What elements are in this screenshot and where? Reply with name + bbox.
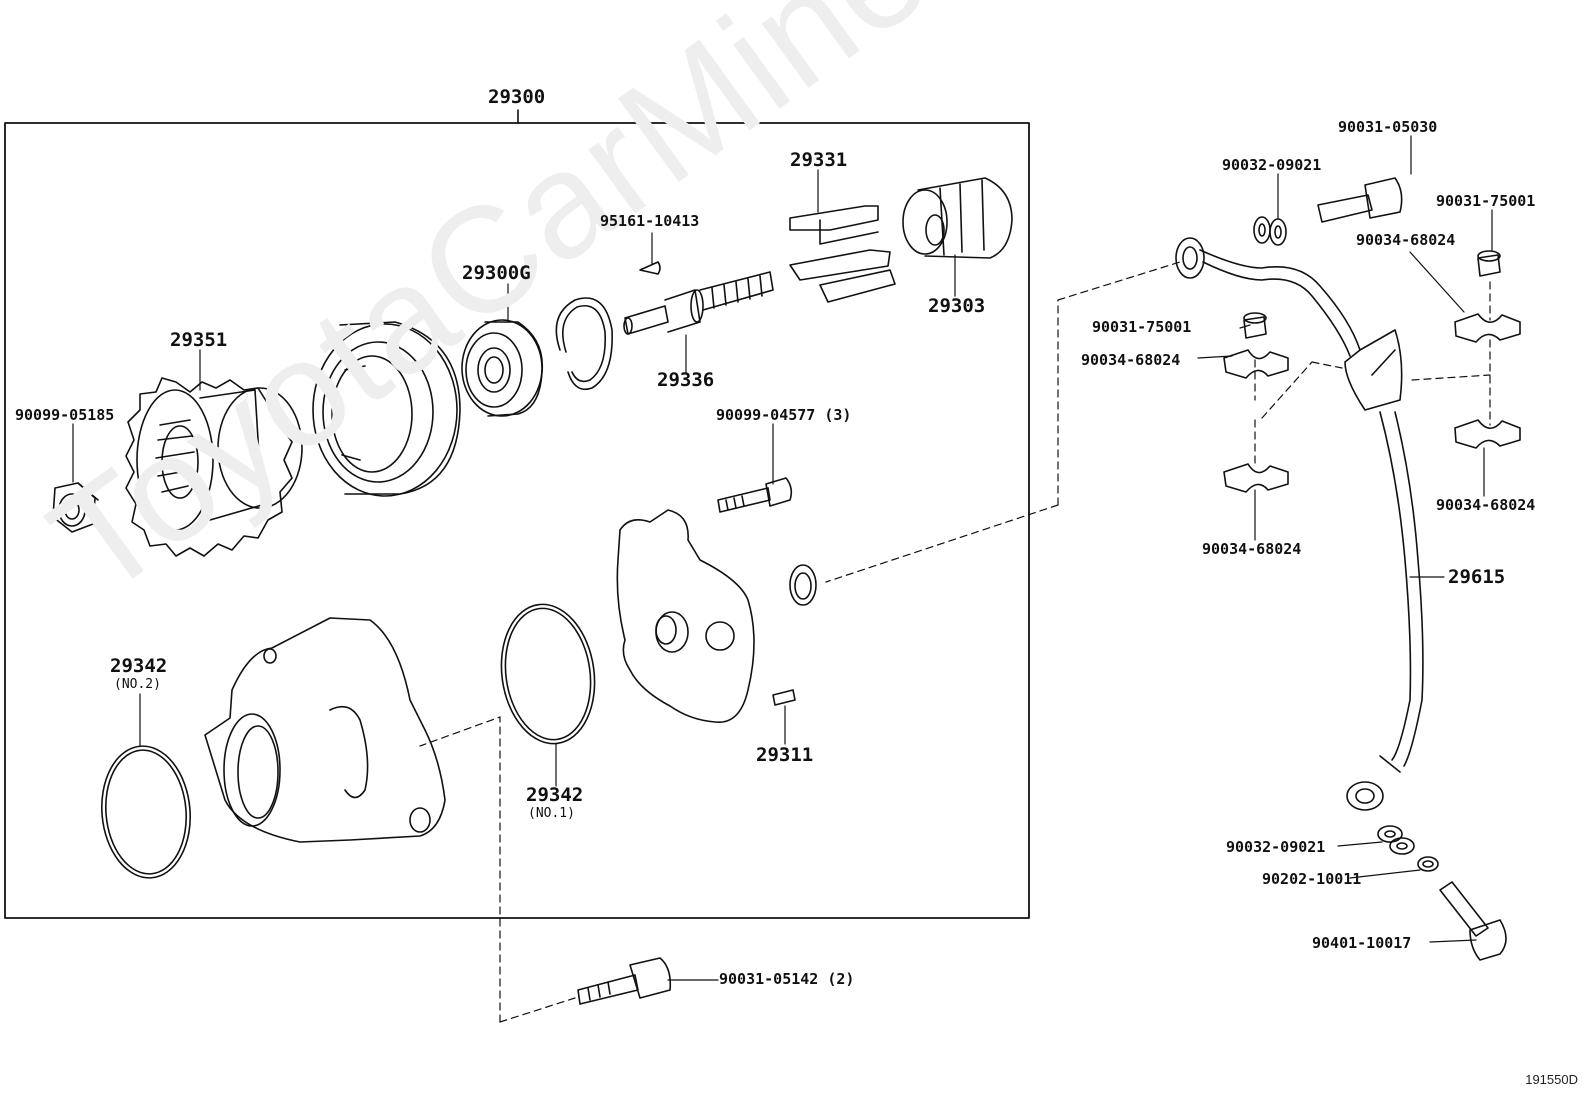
label-90031-05142[interactable]: 90031-05142 (2) (719, 970, 855, 988)
woodruff-key-icon (639, 261, 661, 275)
drive-gear-icon (125, 377, 303, 557)
clamp-nut-left-icon (1243, 312, 1267, 339)
label-95161-10413[interactable]: 95161-10413 (600, 212, 700, 230)
label-29300[interactable]: 29300 (488, 86, 546, 108)
pin-icon (772, 689, 796, 706)
label-90031-75001-left[interactable]: 90031-75001 (1092, 318, 1192, 336)
label-29331[interactable]: 29331 (790, 149, 848, 171)
clamp-nut-right-icon (1477, 250, 1501, 277)
pump-housing-icon (204, 617, 446, 843)
label-90099-04577[interactable]: 90099-04577 (3) (716, 406, 852, 424)
dashed-guides (419, 261, 1491, 1023)
label-29342-no1-sub: (NO.1) (528, 806, 575, 821)
union-bolt-top-icon (1317, 177, 1403, 223)
leader-lines (72, 135, 1493, 981)
label-90034-68024-left-bottom[interactable]: 90034-68024 (1202, 540, 1302, 558)
clutch-housing-icon (312, 321, 461, 497)
label-29342-no2-sub: (NO.2) (114, 677, 161, 692)
label-29303[interactable]: 29303 (928, 295, 986, 317)
label-29342-no1[interactable]: 29342 (526, 784, 584, 806)
label-90031-75001-right[interactable]: 90031-75001 (1436, 192, 1536, 210)
union-bolt-bottom-icon (1439, 881, 1507, 961)
bolt-icon (717, 477, 793, 513)
label-29300G[interactable]: 29300G (462, 262, 531, 284)
union-gasket-top-icon (1253, 216, 1287, 246)
o-ring-no2-icon (100, 745, 192, 879)
label-90202-10011[interactable]: 90202-10011 (1262, 870, 1362, 888)
diagram-code: 191550D (1525, 1072, 1578, 1087)
assembly-frame-29300 (4, 122, 1030, 919)
housing-bolt-icon (577, 957, 672, 1005)
snap-ring-icon (555, 297, 613, 391)
oil-pipe-icon (1175, 237, 1424, 811)
label-29336[interactable]: 29336 (657, 369, 715, 391)
vane-blades-icon (789, 205, 896, 303)
label-90031-05030[interactable]: 90031-05030 (1338, 118, 1438, 136)
label-90034-68024-right-top[interactable]: 90034-68024 (1356, 231, 1456, 249)
label-29351[interactable]: 29351 (170, 329, 228, 351)
label-29615[interactable]: 29615 (1448, 566, 1506, 588)
washer-icon (1417, 856, 1439, 872)
rotor-icon (902, 177, 1013, 259)
label-90099-05185[interactable]: 90099-05185 (15, 406, 115, 424)
label-90401-10017[interactable]: 90401-10017 (1312, 934, 1412, 952)
o-ring-small-icon (789, 564, 817, 606)
label-90032-09021-top[interactable]: 90032-09021 (1222, 156, 1322, 174)
label-29342-no2[interactable]: 29342 (110, 655, 168, 677)
pump-cover-icon (616, 509, 755, 723)
clamp-icon (1223, 313, 1521, 493)
union-gasket-bottom-icon (1377, 825, 1415, 855)
bearing-icon (461, 319, 544, 417)
label-29311[interactable]: 29311 (756, 744, 814, 766)
nut-icon (52, 482, 99, 533)
shaft-icon (623, 271, 774, 335)
label-90032-09021-bottom[interactable]: 90032-09021 (1226, 838, 1326, 856)
label-90034-68024-right-bottom[interactable]: 90034-68024 (1436, 496, 1536, 514)
o-ring-no1-icon (500, 603, 596, 745)
label-90034-68024-left-top[interactable]: 90034-68024 (1081, 351, 1181, 369)
